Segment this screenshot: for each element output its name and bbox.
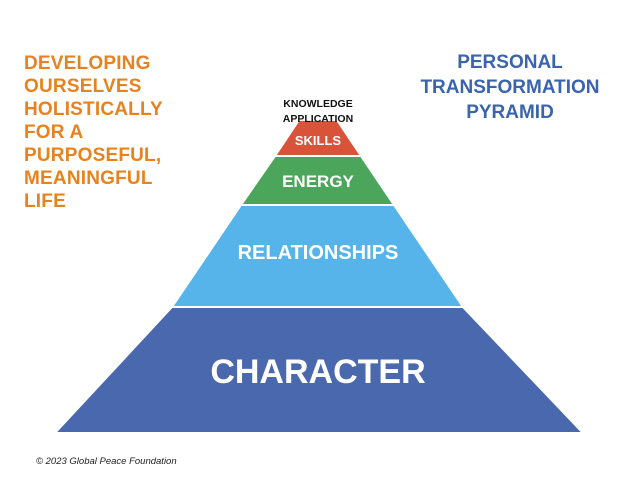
left-heading-line: HOLISTICALLY <box>24 99 163 120</box>
right-heading: PERSONAL TRANSFORMATION PYRAMID <box>400 50 620 125</box>
copyright-notice: © 2023 Global Peace Foundation <box>36 456 177 467</box>
right-heading-line: TRANSFORMATION <box>420 77 600 98</box>
left-heading-line: FOR A <box>24 122 84 143</box>
level-label-character: CHARACTER <box>210 353 425 391</box>
apex-label-knowledge: KNOWLEDGE <box>283 98 352 110</box>
left-heading-line: MEANINGFUL <box>24 168 153 189</box>
level-label-skills: SKILLS <box>295 133 342 148</box>
level-label-energy: ENERGY <box>282 172 354 191</box>
pyramid-level-character <box>52 306 586 434</box>
left-heading: DEVELOPING OURSELVES HOLISTICALLY FOR A … <box>24 52 163 213</box>
left-heading-line: DEVELOPING <box>24 53 151 74</box>
pyramid-apex <box>299 92 337 120</box>
right-heading-line: PYRAMID <box>466 102 554 123</box>
left-heading-line: PURPOSEFUL, <box>24 145 162 166</box>
left-heading-line: LIFE <box>24 191 66 212</box>
level-label-relationships: RELATIONSHIPS <box>238 242 399 264</box>
right-heading-line: PERSONAL <box>457 52 563 73</box>
apex-label-application: APPLICATION <box>283 113 353 125</box>
left-heading-line: OURSELVES <box>24 76 142 97</box>
